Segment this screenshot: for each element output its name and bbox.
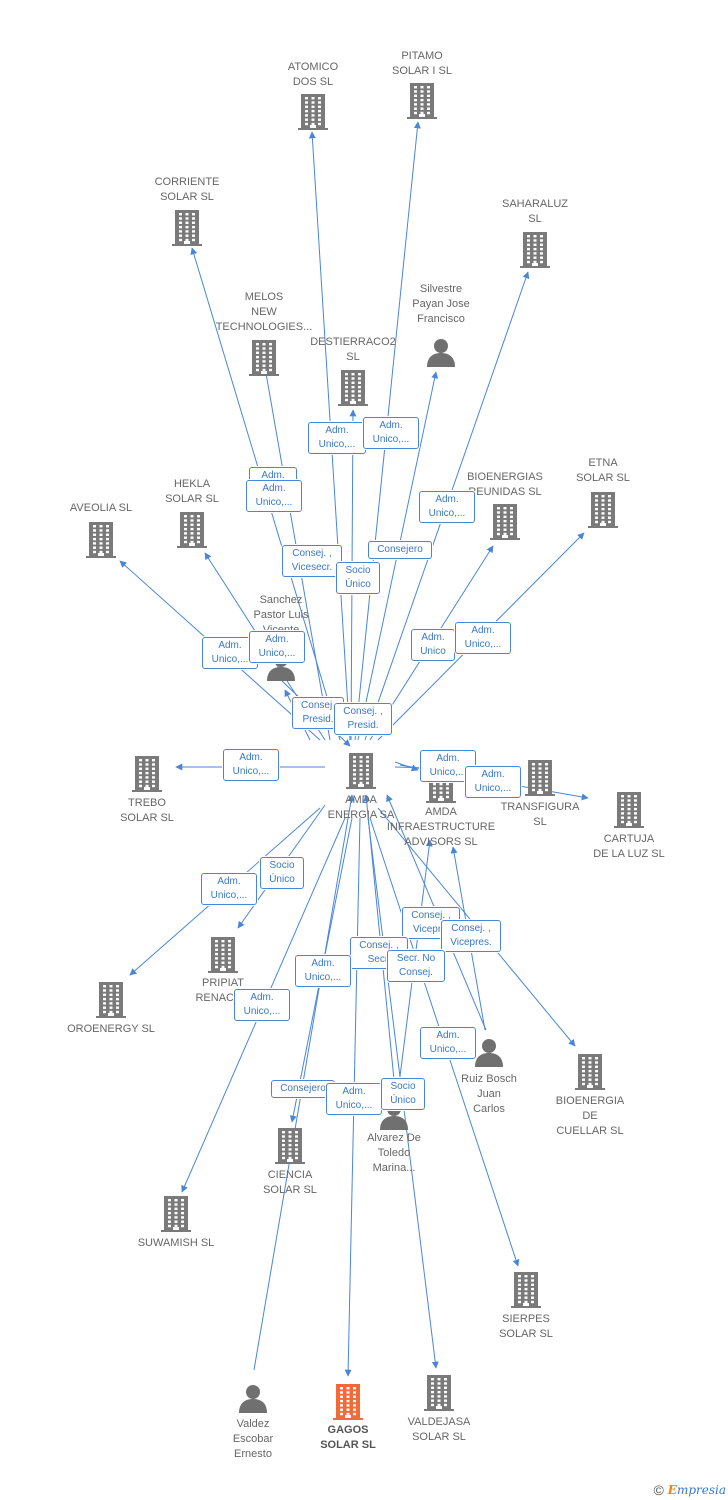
node-label: VALDEJASA SOLAR SL xyxy=(407,1416,471,1443)
building-icon xyxy=(177,512,207,548)
building-icon xyxy=(275,1128,305,1164)
relation-label[interactable]: Adm. Unico,... xyxy=(246,480,302,512)
node-label: SAHARALUZ SL xyxy=(501,198,569,225)
copyright-icon: © xyxy=(653,1482,664,1498)
relation-label[interactable]: Secr. No Consej. xyxy=(387,950,445,982)
person-icon xyxy=(427,339,455,367)
node-label: HEKLA SOLAR SL xyxy=(165,478,219,505)
node-label: SUWAMISH SL xyxy=(137,1237,215,1249)
relation-label[interactable]: Adm. Unico,... xyxy=(202,637,258,669)
building-icon xyxy=(346,753,376,789)
node-label: Sanchez Pastor Luis Vicente xyxy=(253,594,309,636)
relation-label[interactable]: Adm. Unico,... xyxy=(249,631,305,663)
node-label: Silvestre Payan Jose Francisco xyxy=(412,283,470,325)
node-label: Alvarez De Toledo Marina... xyxy=(367,1132,421,1174)
node-label: CIENCIA SOLAR SL xyxy=(263,1169,317,1196)
node-label: AMDA ENERGIA SA xyxy=(327,794,395,821)
node-label: DESTIERRACO2 SL xyxy=(310,336,396,363)
brand-rest: mpresia xyxy=(676,1483,726,1497)
node-label: BIOENERGIAS REUNIDAS SL xyxy=(467,471,543,498)
person-icon xyxy=(239,1385,267,1413)
relation-label[interactable]: Adm. Unico,... xyxy=(455,622,511,654)
building-icon xyxy=(172,210,202,246)
building-icon xyxy=(338,370,368,406)
relation-label[interactable]: Socio Único xyxy=(381,1078,425,1110)
relation-label[interactable]: Consej. , Vicesecr. xyxy=(282,545,342,577)
node-label: TRANSFIGURA SL xyxy=(500,801,580,828)
building-icon xyxy=(424,1375,454,1411)
node-label: OROENERGY SL xyxy=(67,1023,155,1035)
building-icon xyxy=(161,1196,191,1232)
relation-label[interactable]: Socio Único xyxy=(260,857,304,889)
relation-label[interactable]: Adm. Unico,... xyxy=(295,955,351,987)
relation-label[interactable]: Adm. Unico,... xyxy=(326,1083,382,1115)
building-icon xyxy=(298,94,328,130)
node-label: CARTUJA DE LA LUZ SL xyxy=(593,833,665,860)
relation-label[interactable]: Consejero xyxy=(368,541,432,559)
node-label: BIOENERGIA DE CUELLAR SL xyxy=(555,1095,625,1137)
relation-label[interactable]: Consejero xyxy=(271,1080,335,1098)
building-icon xyxy=(588,492,618,528)
building-icon xyxy=(96,982,126,1018)
relation-label[interactable]: Adm. Unico,... xyxy=(201,873,257,905)
building-icon xyxy=(86,522,116,558)
relation-label[interactable]: Adm. Unico,... xyxy=(465,766,521,798)
brand-initial: E xyxy=(667,1483,677,1497)
relation-label[interactable]: Adm. Unico,... xyxy=(308,422,366,454)
node-label: MELOS NEW TECHNOLOGIES... xyxy=(215,291,313,333)
node-label: SIERPES SOLAR SL xyxy=(499,1313,553,1340)
building-icon xyxy=(407,83,437,119)
node-label: PITAMO SOLAR I SL xyxy=(392,50,452,77)
relation-label[interactable]: Consej. , Vicepres. xyxy=(441,920,501,952)
node-label: ATOMICO DOS SL xyxy=(287,61,339,88)
building-icon xyxy=(575,1054,605,1090)
building-icon xyxy=(614,792,644,828)
relation-label[interactable]: Adm. Unico,... xyxy=(363,417,419,449)
node-label: AVEOLIA SL xyxy=(69,502,133,514)
person-icon xyxy=(475,1039,503,1067)
relation-label[interactable]: Adm. Unico,... xyxy=(420,1027,476,1059)
node-label: AMDA INFRAESTRUCTURE ADVISORS SL xyxy=(386,806,496,848)
building-icon xyxy=(249,340,279,376)
node-label: TREBO SOLAR SL xyxy=(120,797,174,824)
relation-label[interactable]: Adm. Unico,... xyxy=(419,491,475,523)
building-icon xyxy=(490,504,520,540)
relation-label[interactable]: Adm. Unico,... xyxy=(223,749,279,781)
relation-label[interactable]: Adm. Unico xyxy=(411,629,455,661)
empresia-watermark: © Empresia xyxy=(653,1482,726,1498)
node-label: GAGOS SOLAR SL xyxy=(320,1424,376,1451)
node-label: Ruiz Bosch Juan Carlos xyxy=(461,1073,517,1115)
building-icon xyxy=(525,760,555,796)
relation-label[interactable]: Consej. , Presid. xyxy=(334,703,392,735)
building-icon xyxy=(132,756,162,792)
building-icon xyxy=(333,1384,363,1420)
relation-label[interactable]: Adm. Unico,... xyxy=(234,989,290,1021)
node-label: ETNA SOLAR SL xyxy=(576,457,630,484)
relation-label[interactable]: Socio Único xyxy=(336,562,380,594)
building-icon xyxy=(208,937,238,973)
brand-name: Empresia xyxy=(668,1483,726,1497)
building-icon xyxy=(520,232,550,268)
node-label: CORRIENTE SOLAR SL xyxy=(154,176,220,203)
node-label: Valdez Escobar Ernesto xyxy=(232,1418,274,1460)
building-icon xyxy=(511,1272,541,1308)
